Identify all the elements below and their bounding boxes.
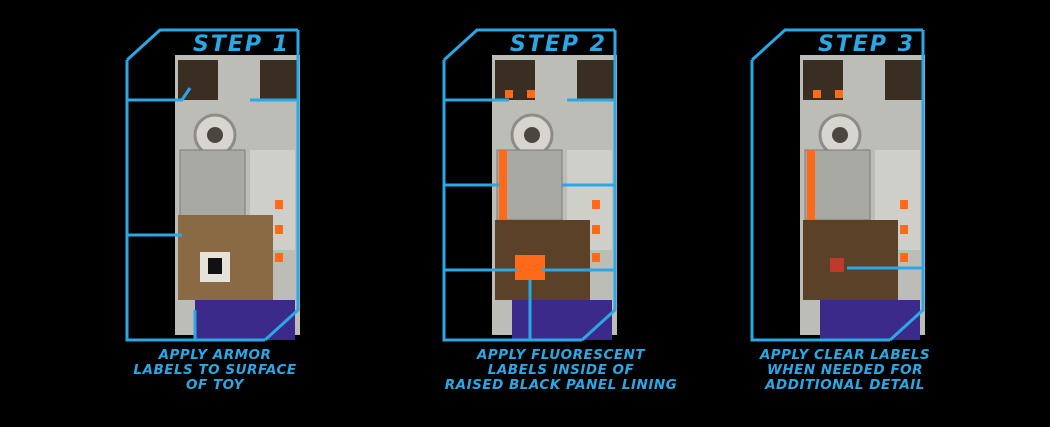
step-panel-3: STEP 3 APPLY CLEAR LABELS WHEN NEEDED FO… xyxy=(725,0,1025,427)
step-panel-2: STEP 2 APPLY FLUORESCENT LABELS INSIDE O… xyxy=(417,0,717,427)
step-caption: APPLY ARMOR LABELS TO SURFACE OF TOY xyxy=(65,348,365,393)
step-title: STEP 2 xyxy=(510,32,607,57)
toy-image-step-2 xyxy=(492,55,617,340)
step-2-frame xyxy=(442,28,617,342)
step-caption: APPLY CLEAR LABELS WHEN NEEDED FOR ADDIT… xyxy=(695,348,995,393)
decepticon-insignia-icon xyxy=(830,258,844,272)
toy-image-step-1 xyxy=(175,55,300,340)
step-title: STEP 1 xyxy=(193,32,290,57)
caption-line: WHEN NEEDED FOR xyxy=(766,362,924,378)
caption-line: APPLY CLEAR LABELS xyxy=(759,347,931,363)
caption-line: ADDITIONAL DETAIL xyxy=(765,377,925,393)
caption-line: LABELS INSIDE OF xyxy=(487,362,635,378)
caption-line: OF TOY xyxy=(186,377,244,393)
caption-line: APPLY FLUORESCENT xyxy=(476,347,646,363)
caption-line: LABELS TO SURFACE xyxy=(133,362,297,378)
step-3-frame xyxy=(750,28,925,342)
caption-line: RAISED BLACK PANEL LINING xyxy=(444,377,678,393)
caption-line: APPLY ARMOR xyxy=(158,347,272,363)
step-title: STEP 3 xyxy=(818,32,915,57)
step-1-frame xyxy=(125,28,300,342)
toy-image-step-3 xyxy=(800,55,925,340)
step-panel-1: STEP 1 APPLY ARMOR LABELS TO SURFACE OF … xyxy=(100,0,400,427)
step-caption: APPLY FLUORESCENT LABELS INSIDE OF RAISE… xyxy=(411,348,711,393)
